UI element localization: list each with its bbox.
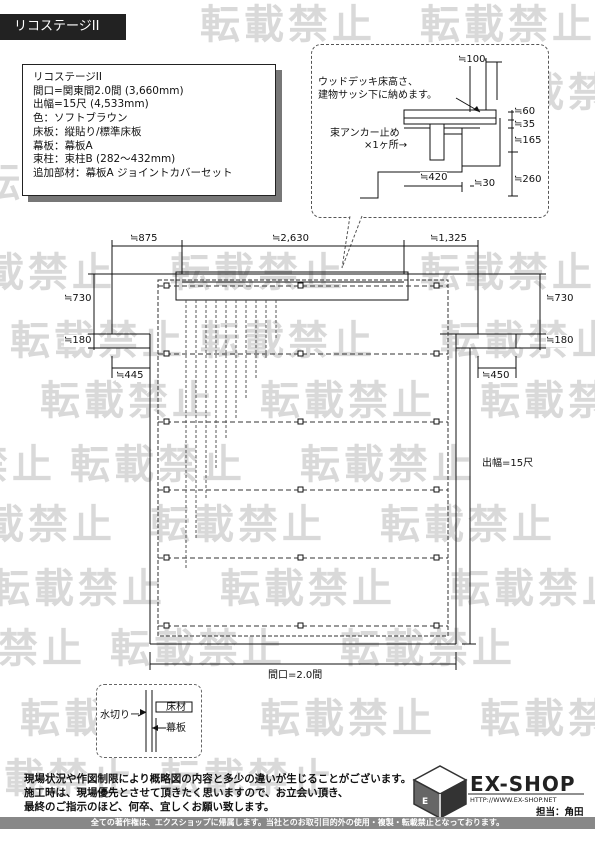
page-title: リコステージII xyxy=(0,14,126,40)
svg-text:E: E xyxy=(422,797,428,807)
detail-note-line: 建物サッシ下に納めます。 xyxy=(318,90,437,101)
width-label: 間口=2.0間 xyxy=(268,670,323,682)
yuka-label: 床材 xyxy=(166,702,186,713)
right-dim-450: ≒450 xyxy=(482,370,510,382)
dim-35: ≒35 xyxy=(514,119,536,131)
spec-line: 幕板：幕板A xyxy=(33,139,93,152)
right-dim-730: ≒730 xyxy=(546,293,574,305)
right-dim-180: ≒180 xyxy=(546,335,574,347)
maku-label: 幕板 xyxy=(166,723,186,734)
spec-line: 出幅=15尺 (4,533mm) xyxy=(33,98,149,111)
dim-100: ≒100 xyxy=(458,54,486,66)
anchor-label: 束アンカー止め xyxy=(330,128,400,139)
dim-165: ≒165 xyxy=(514,135,542,147)
note-line: 現場状況や作図制限により概略図の内容と多少の違いが生じることがございます。 xyxy=(24,773,412,785)
left-dim-730: ≒730 xyxy=(64,293,92,305)
dim-30: ≒30 xyxy=(474,178,496,190)
mizukiri-text: 水切り xyxy=(100,710,130,721)
top-dim-875: ≒875 xyxy=(130,233,158,245)
top-dim-2630: ≒2,630 xyxy=(272,233,310,245)
logo-url: HTTP://WWW.EX-SHOP.NET xyxy=(470,796,557,804)
spec-line: 床板：縦貼り/標準床板 xyxy=(33,125,142,138)
detail-note-line: ウッドデッキ床高さ、 xyxy=(318,77,418,88)
mizukiri-detail xyxy=(96,684,202,758)
copyright-footer: 全ての著作権は、エクスショップに帰属します。当社とのお取引目的外の使用・複製・転… xyxy=(0,817,595,829)
anchor-label: ×1ヶ所→ xyxy=(364,140,408,151)
top-dim-1325: ≒1,325 xyxy=(430,233,468,245)
spec-line: 色：ソフトブラウン xyxy=(33,112,128,125)
note-line: 最終のご指示のほど、何卒、宜しくお願い致します。 xyxy=(24,801,275,813)
depth-label: 出幅=15尺 xyxy=(482,458,534,470)
spec-box: リコステージII 間口=関東間2.0間 (3,660mm) 出幅=15尺 (4,… xyxy=(22,64,276,196)
left-dim-180: ≒180 xyxy=(64,335,92,347)
logo-name: EX-SHOP xyxy=(470,772,576,796)
left-dim-445: ≒445 xyxy=(116,370,144,382)
mizukiri-label: 水切りー xyxy=(100,710,140,721)
dim-60: ≒60 xyxy=(514,106,536,118)
spec-line: 間口=関東間2.0間 (3,660mm) xyxy=(33,84,184,97)
spec-line: 束柱：束柱B (282～432mm) xyxy=(33,153,176,166)
tanto-label: 担当：角田 xyxy=(536,807,584,818)
note-line: 施工時は、現場優先とさせて頂きたく思いますので、お立会い頂き、 xyxy=(24,787,349,799)
spec-line: リコステージII xyxy=(33,71,102,83)
spec-line: 追加部材：幕板A ジョイントカバーセット xyxy=(33,166,233,179)
dim-260: ≒260 xyxy=(514,174,542,186)
notes: 現場状況や作図制限により概略図の内容と多少の違いが生じることがございます。 施工… xyxy=(24,772,411,814)
dim-420: ≒420 xyxy=(420,172,448,184)
